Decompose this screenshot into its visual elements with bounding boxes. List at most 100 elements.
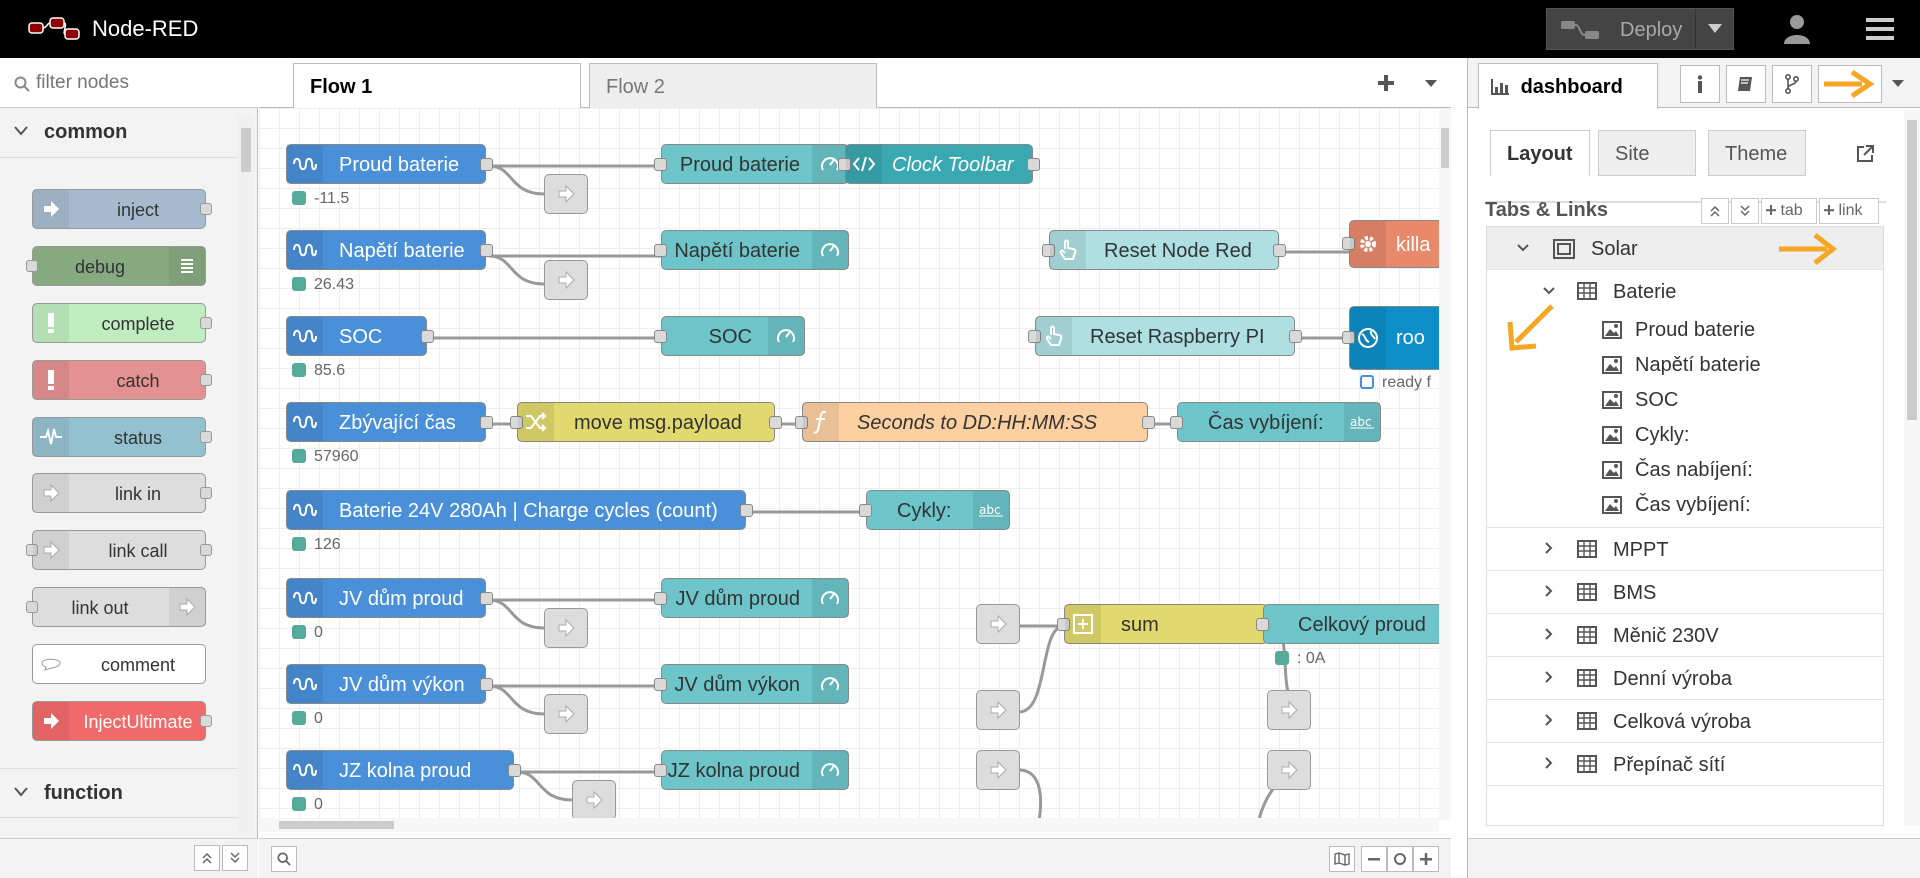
node-roo[interactable]: roo (1342, 306, 1439, 370)
node-cas-vybijeni-text[interactable]: Čas vybíjení: abc (1170, 402, 1381, 442)
sidebar-caret-icon[interactable] (1892, 80, 1904, 88)
tree-row-widget[interactable]: Proud baterie (1487, 313, 1883, 348)
palette-category-function[interactable]: function (0, 768, 240, 818)
node-jz-kolna-proud-in[interactable]: JZ kolna proud (286, 750, 521, 790)
external-link-icon[interactable] (1855, 144, 1875, 164)
input-port[interactable] (1042, 244, 1055, 257)
input-port[interactable] (654, 592, 667, 605)
link-in-node[interactable] (976, 750, 1020, 790)
tree-row-group-mppt[interactable]: MPPT (1487, 528, 1883, 571)
node-soc-gauge[interactable]: SOC (654, 316, 805, 356)
palette-node-catch[interactable]: catch (32, 360, 212, 400)
link-out-node[interactable] (1267, 750, 1311, 790)
subtab-theme[interactable]: Theme (1708, 130, 1806, 176)
collapse-tree-button[interactable] (1701, 198, 1729, 224)
node-jz-kolna-proud-gauge[interactable]: JZ kolna proud (654, 750, 849, 790)
user-icon[interactable] (1780, 12, 1814, 46)
deploy-button[interactable]: Deploy (1546, 8, 1734, 50)
canvas-horizontal-scrollbar[interactable] (259, 818, 1439, 832)
sidebar-tab-more[interactable] (1818, 65, 1882, 103)
node-reset-raspberry-pi[interactable]: Reset Raspberry PI (1028, 316, 1302, 356)
chevron-down-icon[interactable] (1517, 244, 1529, 252)
deploy-menu-button[interactable] (1695, 9, 1733, 49)
sidebar-scrollbar[interactable] (1904, 110, 1920, 826)
tab-flow-1[interactable]: Flow 1 (293, 63, 581, 109)
expand-tree-button[interactable] (1731, 198, 1759, 224)
node-sum[interactable]: sum (1057, 604, 1275, 644)
flow-list-caret-icon[interactable] (1425, 80, 1437, 88)
node-jv-dum-proud-gauge[interactable]: JV dům proud (654, 578, 849, 618)
node-jv-dum-vykon-in[interactable]: JV dům výkon (286, 664, 493, 704)
input-port[interactable] (1028, 330, 1041, 343)
tree-row-tab-solar[interactable]: Solar (1487, 227, 1883, 270)
tab-flow-2[interactable]: Flow 2 (589, 63, 877, 109)
tree-row-widget[interactable]: Cykly: (1487, 418, 1883, 453)
node-change-move-payload[interactable]: move msg.payload (510, 402, 782, 442)
palette-category-common[interactable]: common (0, 108, 240, 158)
input-port[interactable] (654, 330, 667, 343)
scroll-thumb[interactable] (241, 128, 251, 172)
sidebar-tab-git[interactable] (1772, 65, 1812, 103)
output-port[interactable] (480, 592, 493, 605)
input-port[interactable] (1057, 618, 1070, 631)
output-port[interactable] (421, 330, 434, 343)
output-port[interactable] (480, 678, 493, 691)
node-celkovy-proud[interactable]: Celkový proud (1256, 604, 1439, 644)
palette-node-inject[interactable]: inject (32, 189, 212, 229)
zoom-in-button[interactable] (1413, 846, 1439, 872)
add-link-button[interactable]: link (1819, 198, 1879, 224)
output-port[interactable] (480, 244, 493, 257)
node-clock-toolbar[interactable]: Clock Toolbar (838, 144, 1040, 184)
palette-node-complete[interactable]: complete (32, 303, 212, 343)
node-jv-dum-vykon-gauge[interactable]: JV dům výkon (654, 664, 849, 704)
input-port[interactable] (654, 764, 667, 777)
node-cykly-text[interactable]: Cykly: abc (859, 490, 1010, 530)
tree-row-widget[interactable]: Čas nabíjení: (1487, 453, 1883, 488)
output-port[interactable] (1273, 244, 1286, 257)
node-function-seconds[interactable]: Seconds to DD:HH:MM:SS (795, 402, 1155, 442)
collapse-all-button[interactable] (194, 845, 220, 871)
output-port[interactable] (508, 764, 521, 777)
palette-node-link-in[interactable]: link in (32, 473, 212, 513)
link-out-node[interactable] (544, 174, 588, 214)
input-port[interactable] (859, 504, 872, 517)
sidebar-tab-dashboard[interactable]: dashboard (1478, 63, 1658, 109)
palette-node-comment[interactable]: comment (32, 644, 206, 684)
palette-node-debug[interactable]: debug (26, 246, 206, 286)
input-port[interactable] (654, 678, 667, 691)
output-port[interactable] (480, 158, 493, 171)
subtab-site[interactable]: Site (1598, 130, 1696, 176)
output-port[interactable] (1027, 158, 1040, 171)
node-proud-baterie-gauge[interactable]: Proud baterie (654, 144, 849, 184)
input-port[interactable] (510, 416, 523, 429)
node-kill[interactable]: killa (1342, 220, 1439, 268)
node-charge-cycles-in[interactable]: Baterie 24V 280Ah | Charge cycles (count… (286, 490, 753, 530)
palette-node-link-call[interactable]: link call (26, 530, 212, 570)
input-port[interactable] (1342, 331, 1355, 344)
link-out-node[interactable] (544, 260, 588, 300)
sidebar-tab-help[interactable] (1726, 65, 1766, 103)
canvas-vertical-scrollbar[interactable] (1439, 108, 1451, 820)
link-in-node[interactable] (976, 604, 1020, 644)
node-napeti-baterie-in[interactable]: Napětí baterie (286, 230, 493, 270)
add-flow-icon[interactable] (1378, 75, 1394, 91)
chevron-right-icon[interactable] (1545, 628, 1553, 640)
input-port[interactable] (838, 158, 851, 171)
palette-search-input[interactable] (36, 70, 246, 96)
node-soc-in[interactable]: SOC (286, 316, 434, 356)
palette-scrollbar[interactable] (238, 114, 254, 834)
chevron-right-icon[interactable] (1545, 585, 1553, 597)
node-napeti-baterie-gauge[interactable]: Napětí baterie (654, 230, 849, 270)
search-flows-button[interactable] (271, 846, 297, 872)
chevron-down-icon[interactable] (1543, 287, 1555, 295)
link-out-node[interactable] (1267, 690, 1311, 730)
link-in-node[interactable] (976, 690, 1020, 730)
scroll-thumb[interactable] (1907, 120, 1917, 420)
input-port[interactable] (1256, 618, 1269, 631)
link-out-node[interactable] (544, 694, 588, 734)
scroll-thumb[interactable] (279, 821, 394, 829)
output-port[interactable] (740, 504, 753, 517)
tree-row-group-baterie[interactable]: Baterie (1487, 270, 1883, 313)
node-zbyvajici-cas-in[interactable]: Zbývající čas (286, 402, 493, 442)
zoom-out-button[interactable] (1361, 846, 1387, 872)
